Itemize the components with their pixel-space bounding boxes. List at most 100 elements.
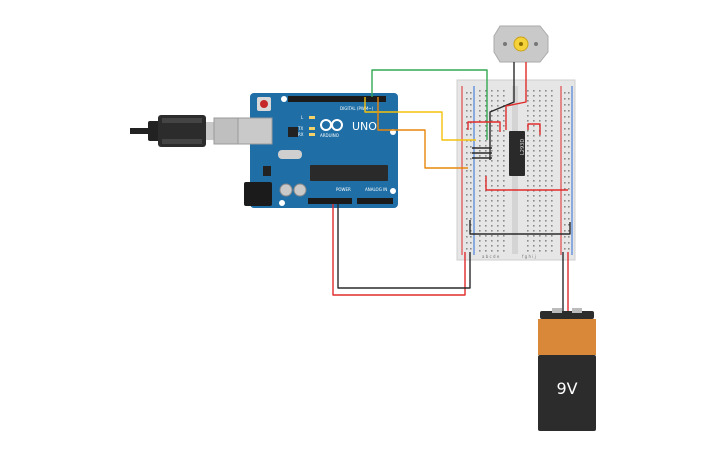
breadboard-hole[interactable] (491, 130, 493, 132)
breadboard-hole[interactable] (527, 165, 529, 167)
rail-hole[interactable] (466, 236, 468, 238)
breadboard-hole[interactable] (479, 95, 481, 97)
breadboard-hole[interactable] (479, 230, 481, 232)
breadboard-hole[interactable] (551, 90, 553, 92)
breadboard-hole[interactable] (533, 90, 535, 92)
rail-hole[interactable] (564, 212, 566, 214)
breadboard-hole[interactable] (545, 130, 547, 132)
rail-hole[interactable] (568, 242, 570, 244)
rail-hole[interactable] (466, 218, 468, 220)
rail-hole[interactable] (466, 152, 468, 154)
breadboard-hole[interactable] (545, 165, 547, 167)
breadboard-hole[interactable] (497, 245, 499, 247)
breadboard-hole[interactable] (527, 90, 529, 92)
rail-hole[interactable] (568, 206, 570, 208)
breadboard-hole[interactable] (539, 170, 541, 172)
breadboard-hole[interactable] (491, 120, 493, 122)
breadboard-hole[interactable] (491, 100, 493, 102)
rail-hole[interactable] (564, 152, 566, 154)
breadboard-hole[interactable] (479, 215, 481, 217)
rail-hole[interactable] (466, 224, 468, 226)
rail-hole[interactable] (568, 146, 570, 148)
breadboard-hole[interactable] (551, 230, 553, 232)
breadboard-hole[interactable] (551, 220, 553, 222)
rail-hole[interactable] (466, 116, 468, 118)
breadboard-hole[interactable] (497, 195, 499, 197)
breadboard-hole[interactable] (527, 220, 529, 222)
breadboard-hole[interactable] (491, 180, 493, 182)
rail-hole[interactable] (466, 182, 468, 184)
breadboard-hole[interactable] (539, 155, 541, 157)
breadboard-hole[interactable] (491, 115, 493, 117)
breadboard-hole[interactable] (479, 250, 481, 252)
breadboard-hole[interactable] (539, 175, 541, 177)
breadboard-hole[interactable] (491, 240, 493, 242)
rail-hole[interactable] (568, 194, 570, 196)
breadboard-hole[interactable] (497, 165, 499, 167)
breadboard-hole[interactable] (533, 95, 535, 97)
breadboard-hole[interactable] (527, 250, 529, 252)
rail-hole[interactable] (568, 128, 570, 130)
breadboard-hole[interactable] (551, 150, 553, 152)
breadboard-hole[interactable] (545, 110, 547, 112)
breadboard-hole[interactable] (533, 140, 535, 142)
rail-hole[interactable] (568, 236, 570, 238)
rail-hole[interactable] (466, 248, 468, 250)
breadboard-hole[interactable] (497, 120, 499, 122)
breadboard-hole[interactable] (551, 160, 553, 162)
battery-9v-icon[interactable]: 9V (538, 308, 596, 431)
breadboard-hole[interactable] (527, 145, 529, 147)
breadboard-hole[interactable] (539, 195, 541, 197)
breadboard-hole[interactable] (485, 195, 487, 197)
breadboard-hole[interactable] (539, 230, 541, 232)
breadboard-hole[interactable] (551, 185, 553, 187)
breadboard-hole[interactable] (533, 160, 535, 162)
breadboard-hole[interactable] (479, 205, 481, 207)
breadboard-hole[interactable] (545, 220, 547, 222)
breadboard-hole[interactable] (491, 220, 493, 222)
breadboard-hole[interactable] (491, 230, 493, 232)
breadboard-hole[interactable] (545, 95, 547, 97)
rail-hole[interactable] (470, 152, 472, 154)
breadboard-hole[interactable] (485, 200, 487, 202)
rail-hole[interactable] (564, 146, 566, 148)
breadboard-hole[interactable] (485, 140, 487, 142)
breadboard-hole[interactable] (485, 210, 487, 212)
breadboard-hole[interactable] (533, 155, 535, 157)
breadboard-hole[interactable] (545, 240, 547, 242)
breadboard-hole[interactable] (533, 165, 535, 167)
breadboard-hole[interactable] (545, 120, 547, 122)
breadboard-hole[interactable] (485, 240, 487, 242)
rail-hole[interactable] (568, 98, 570, 100)
breadboard-hole[interactable] (503, 200, 505, 202)
breadboard-hole[interactable] (533, 220, 535, 222)
breadboard-hole[interactable] (533, 225, 535, 227)
breadboard-hole[interactable] (497, 220, 499, 222)
breadboard-hole[interactable] (485, 110, 487, 112)
rail-hole[interactable] (466, 212, 468, 214)
rail-hole[interactable] (564, 158, 566, 160)
breadboard-hole[interactable] (551, 240, 553, 242)
breadboard-hole[interactable] (533, 195, 535, 197)
breadboard-hole[interactable] (497, 145, 499, 147)
breadboard-hole[interactable] (527, 110, 529, 112)
breadboard-hole[interactable] (497, 170, 499, 172)
arduino-board[interactable]: L TX RX UNO ARDUINO DIGITAL (PWM~) POWER… (237, 93, 398, 208)
breadboard-hole[interactable] (527, 120, 529, 122)
breadboard-hole[interactable] (527, 140, 529, 142)
breadboard-hole[interactable] (491, 90, 493, 92)
rail-hole[interactable] (568, 158, 570, 160)
breadboard-hole[interactable] (503, 185, 505, 187)
rail-hole[interactable] (466, 194, 468, 196)
breadboard-hole[interactable] (545, 145, 547, 147)
breadboard-hole[interactable] (485, 100, 487, 102)
breadboard-hole[interactable] (497, 110, 499, 112)
rail-hole[interactable] (564, 182, 566, 184)
breadboard-hole[interactable] (539, 165, 541, 167)
breadboard-hole[interactable] (497, 230, 499, 232)
breadboard-hole[interactable] (485, 155, 487, 157)
rail-hole[interactable] (470, 230, 472, 232)
rail-hole[interactable] (470, 242, 472, 244)
breadboard-hole[interactable] (479, 180, 481, 182)
breadboard-hole[interactable] (503, 195, 505, 197)
